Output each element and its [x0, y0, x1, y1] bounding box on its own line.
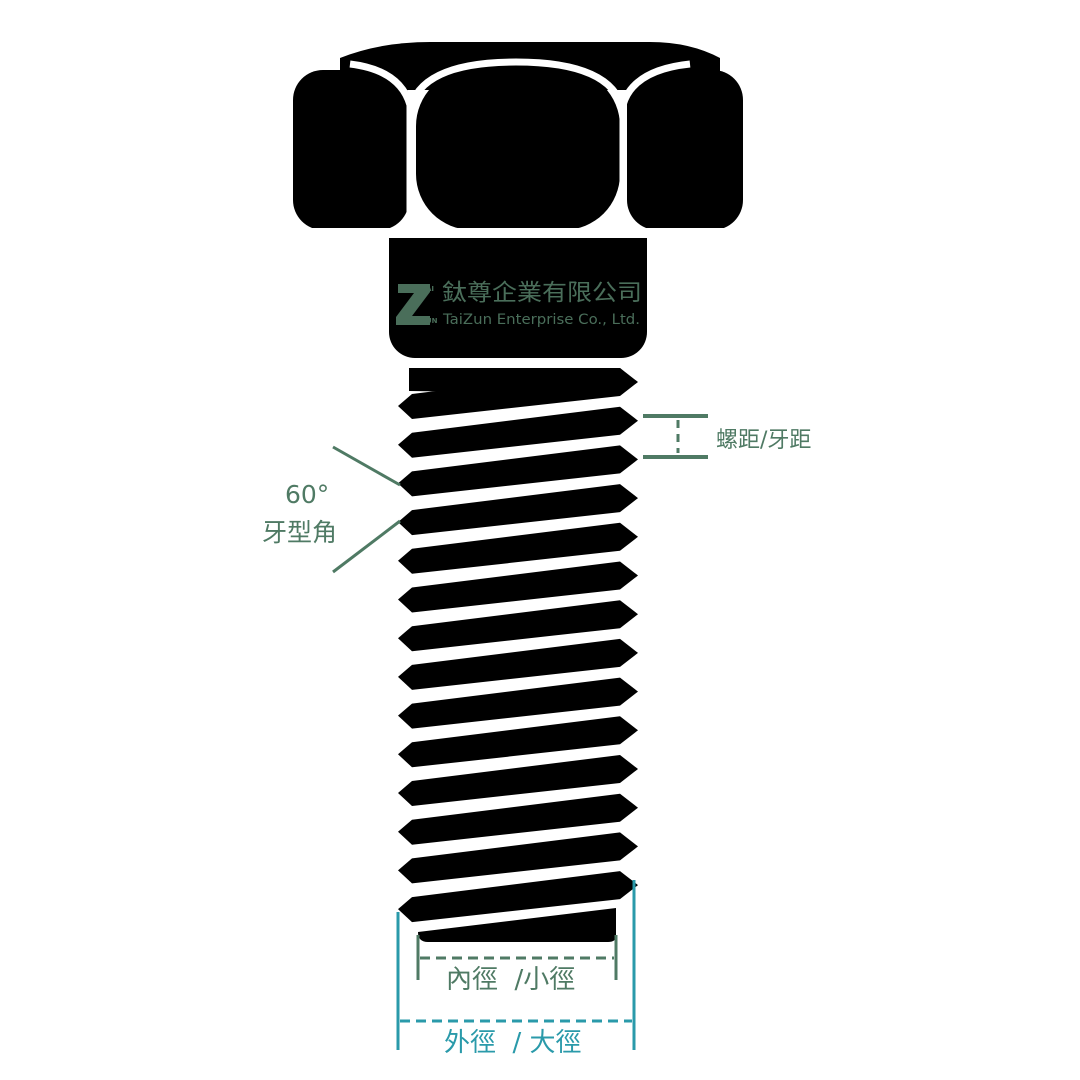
thread-crest: [398, 368, 638, 419]
thread-crest: [398, 484, 638, 536]
thread-end: [418, 908, 616, 942]
thread-crest: [398, 832, 638, 884]
pitch-annotation: [643, 414, 708, 459]
thread-crest: [398, 638, 638, 690]
company-name-en: TaiZun Enterprise Co., Ltd.: [442, 312, 640, 328]
major-diameter-annotation: [396, 880, 636, 1050]
company-name-zh: 鈦尊企業有限公司: [442, 280, 642, 306]
thread-crest: [398, 677, 638, 729]
svg-text:UN: UN: [426, 317, 438, 325]
thread-angle-value: 60°: [285, 480, 329, 509]
taizun-logo-icon: AI UN: [396, 284, 438, 325]
major-diameter-label: 外徑 / 大徑: [444, 1028, 582, 1058]
bolt-shank: [389, 238, 647, 358]
thread-crest: [398, 561, 638, 613]
thread-crest: [398, 522, 638, 574]
svg-text:AI: AI: [426, 285, 434, 293]
minor-diameter-annotation: [416, 935, 618, 980]
thread-angle-annotation: [332, 445, 401, 574]
pitch-label: 螺距/牙距: [716, 428, 811, 453]
thread-crest: [398, 793, 638, 845]
bolt-threads: [398, 368, 638, 942]
thread-crest: [398, 600, 638, 652]
minor-diameter-label: 內徑 /小徑: [446, 965, 575, 995]
thread-crest: [398, 445, 638, 497]
thread-crest: [398, 755, 638, 806]
thread-crest: [398, 871, 638, 923]
hex-bolt-head: [290, 42, 750, 238]
thread-crest: [398, 406, 638, 458]
thread-crest: [398, 716, 638, 768]
thread-angle-name: 牙型角: [262, 518, 337, 547]
